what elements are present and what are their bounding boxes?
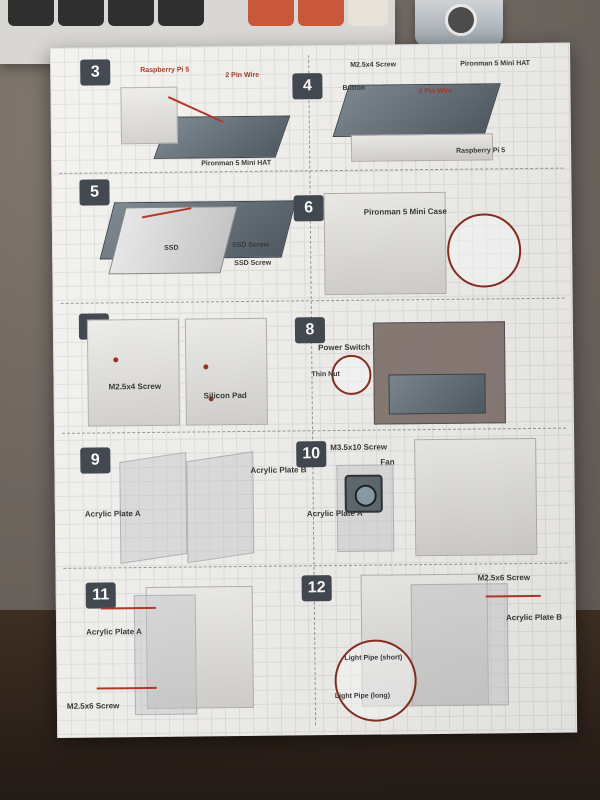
keyboard-key — [58, 0, 104, 26]
part-label: Acrylic Plate A — [86, 627, 142, 637]
step-number: 11 — [85, 582, 116, 609]
part-label: Acrylic Plate A — [84, 509, 141, 519]
part-label: Acrylic Plate A — [306, 508, 363, 519]
acrylic-plate-illustration — [410, 583, 509, 707]
step-number: 6 — [293, 195, 324, 222]
part-label: Light Pipe (short) — [344, 654, 403, 662]
keyboard-key — [8, 0, 54, 26]
part-label: Fan — [380, 457, 395, 467]
screw-line — [485, 594, 541, 598]
acrylic-plate-b-illustration — [186, 451, 255, 564]
keyboard-key — [158, 0, 204, 26]
part-label: 2 Pin Wire — [225, 71, 260, 80]
step-number: 3 — [80, 59, 111, 86]
keyboard — [0, 0, 395, 64]
case-illustration — [184, 317, 268, 426]
acrylic-plate-illustration — [133, 594, 197, 716]
keyboard-key — [348, 0, 388, 26]
keyboard-key — [248, 0, 294, 26]
part-label: SSD Screw — [234, 259, 272, 268]
screw-icon — [203, 364, 209, 370]
keyboard-key — [108, 0, 154, 26]
column-divider — [308, 55, 317, 726]
instruction-sheet: 3 Raspberry Pi 5 2 Pin Wire Pironman 5 M… — [50, 42, 578, 738]
ssd-illustration — [108, 206, 238, 275]
hat-board-illustration — [388, 373, 486, 415]
part-label: Raspberry Pi 5 — [456, 147, 506, 155]
part-label: Pironman 5 Mini HAT — [201, 159, 272, 168]
part-label: 2 Pin Wire — [418, 87, 453, 96]
zoom-detail-circle — [334, 639, 418, 723]
part-label: Pironman 5 Mini HAT — [460, 59, 531, 68]
keyboard-key — [298, 0, 344, 26]
part-label: M2.5x4 Screw — [350, 61, 397, 69]
acrylic-plate-a-illustration — [119, 451, 188, 564]
step-number: 12 — [301, 575, 332, 602]
part-label: Pironman 5 Mini Case — [363, 206, 447, 217]
screw-icon — [113, 357, 119, 363]
part-label: M2.5x6 Screw — [66, 701, 120, 711]
part-label: Button — [342, 84, 366, 92]
step-number: 10 — [296, 441, 327, 468]
part-label: SSD — [164, 244, 179, 252]
part-label: Silicon Pad — [203, 390, 247, 401]
part-label: SSD Screw — [232, 241, 270, 250]
raspberry-pi-illustration — [120, 86, 179, 145]
step-number: 5 — [79, 179, 110, 206]
fan-icon — [344, 474, 383, 513]
row-divider — [59, 167, 564, 174]
part-label: Light Pipe (long) — [334, 692, 391, 701]
pironman-cube-device — [415, 0, 503, 46]
part-label: Acrylic Plate B — [505, 612, 563, 623]
part-label: Power Switch — [318, 342, 371, 353]
power-button-icon — [445, 4, 477, 36]
step-number: 4 — [292, 73, 323, 100]
part-label: Thin Nut — [311, 370, 340, 379]
part-label: M2.5x6 Screw — [477, 573, 531, 583]
case-illustration — [414, 437, 538, 557]
case-illustration — [86, 318, 180, 427]
part-label: M2.5x4 Screw — [108, 381, 162, 392]
part-label: Raspberry Pi 5 — [140, 66, 190, 75]
part-label: M3.5x10 Screw — [330, 442, 388, 453]
row-divider — [62, 427, 567, 434]
step-number: 8 — [294, 317, 326, 344]
step-number: 9 — [80, 447, 111, 474]
row-divider — [60, 297, 565, 304]
zoom-detail-circle — [446, 213, 522, 288]
row-divider — [63, 562, 568, 569]
